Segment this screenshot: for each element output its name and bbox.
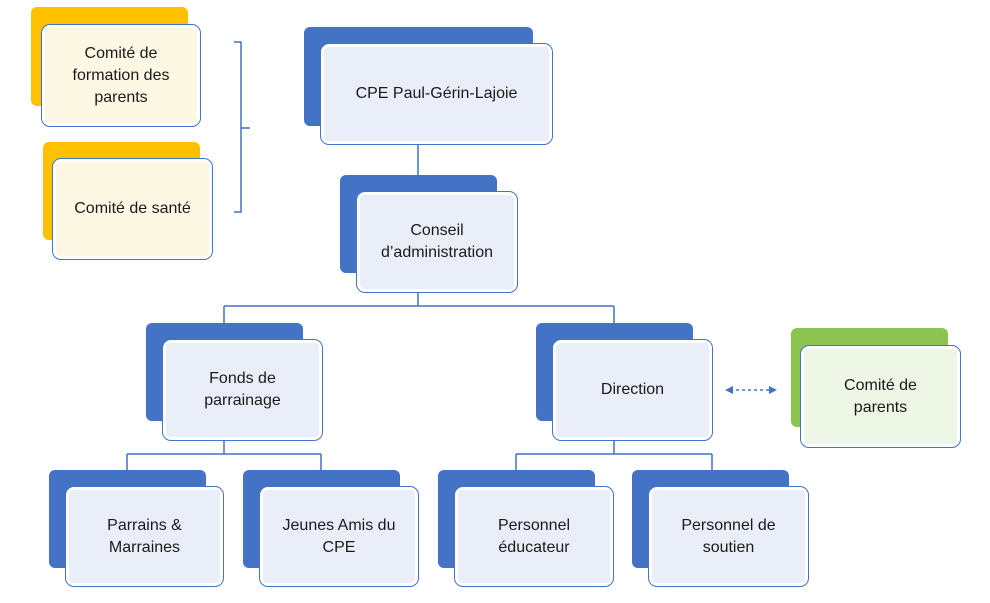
node-cpe-root-label: CPE Paul-Gérin-Lajoie [355,85,518,102]
node-comite-formation-label: Comité de formation des parents [72,44,170,106]
node-jeunes-label: Jeunes Amis du CPE [282,516,396,556]
node-comite-parents-label: Comité de parents [844,376,917,416]
arrowhead-right [769,386,777,394]
node-comite-sante: Comité de santé [43,142,213,260]
node-parrains-marraines: Parrains & Marraines [49,470,224,587]
node-fonds-parrainage: Fonds de parrainage [146,323,323,441]
node-direction-label: Direction [600,381,665,398]
node-soutien-label: Personnel de soutien [681,516,776,556]
node-cpe-root: CPE Paul-Gérin-Lajoie [304,27,553,147]
node-jeunes-amis: Jeunes Amis du CPE [243,470,419,587]
node-personnel-educateur: Personnel éducateur [438,470,614,587]
node-comite-formation: Comité de formation des parents [31,7,201,127]
node-personnel-soutien: Personnel de soutien [632,470,809,587]
node-educateur-label: Personnel éducateur [497,516,571,556]
committees-bracket [234,41,250,213]
node-conseil-label: Conseil d’administration [380,222,494,261]
node-parrains-label: Parrains & Marraines [107,516,182,556]
arrowhead-left [725,386,733,394]
node-fonds-label: Fonds de parrainage [204,370,281,409]
node-comite-parents: Comité de parents [791,328,961,448]
node-comite-sante-label: Comité de santé [74,200,191,217]
node-conseil-administration: Conseil d’administration [340,175,518,293]
node-direction: Direction [536,323,713,441]
